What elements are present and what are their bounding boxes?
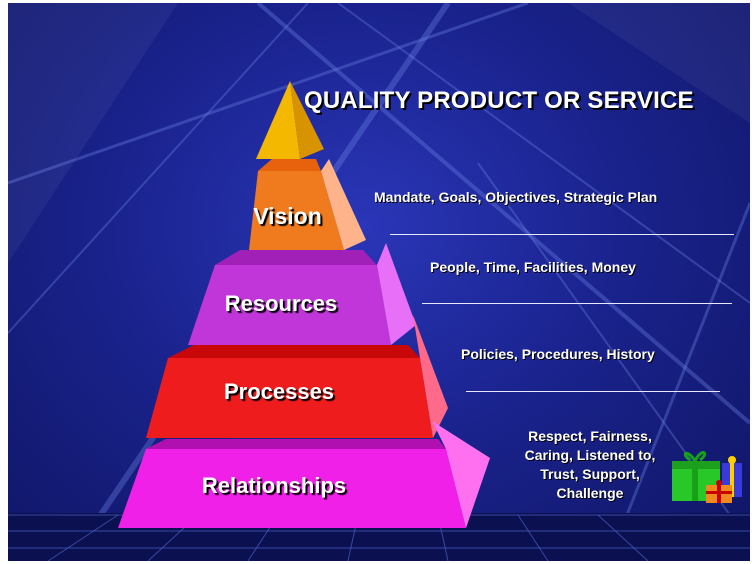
- pyramid-diagram: [118, 81, 490, 528]
- relationships-description-line: Caring, Listened to,: [524, 447, 656, 463]
- vision-divider: [390, 234, 734, 235]
- slide-title: QUALITY PRODUCT OR SERVICE: [304, 87, 694, 114]
- resources-layer-front: [188, 265, 391, 345]
- vision-layer-top: [258, 159, 321, 171]
- relationships-description-line: Respect, Fairness,: [528, 428, 652, 444]
- pyramid-apex-front: [256, 81, 300, 159]
- processes-label: Processes: [223, 379, 335, 404]
- relationships-description-line: Trust, Support,: [540, 466, 640, 482]
- relationships-layer-side: [432, 421, 490, 528]
- pyramid-apex-side: [290, 81, 324, 159]
- processes-layer-side: [413, 315, 448, 438]
- processes-layer-top: [168, 345, 420, 358]
- slide: QUALITY PRODUCT OR SERVICE Vision Resour…: [8, 3, 750, 561]
- relationships-layer-top: [146, 439, 446, 449]
- relationships-label: Relationships: [201, 473, 347, 498]
- resources-divider: [422, 303, 732, 304]
- vision-layer-front: [249, 171, 344, 250]
- resources-description: People, Time, Facilities, Money: [430, 259, 636, 275]
- resources-label: Resources: [224, 291, 338, 316]
- resources-layer-side: [377, 243, 416, 345]
- processes-description: Policies, Procedures, History: [461, 346, 655, 362]
- vision-description: Mandate, Goals, Objectives, Strategic Pl…: [374, 189, 658, 205]
- resources-layer-top: [215, 250, 377, 265]
- relationships-description-line: Challenge: [556, 485, 624, 501]
- relationships-description: Respect, Fairness, Caring, Listened to, …: [510, 427, 670, 503]
- processes-divider: [466, 391, 720, 392]
- gift-boxes-icon: [672, 451, 742, 503]
- vision-label: Vision: [253, 203, 322, 229]
- relationships-layer-front: [118, 449, 466, 528]
- vision-layer-side: [321, 159, 366, 250]
- processes-layer-front: [146, 358, 433, 438]
